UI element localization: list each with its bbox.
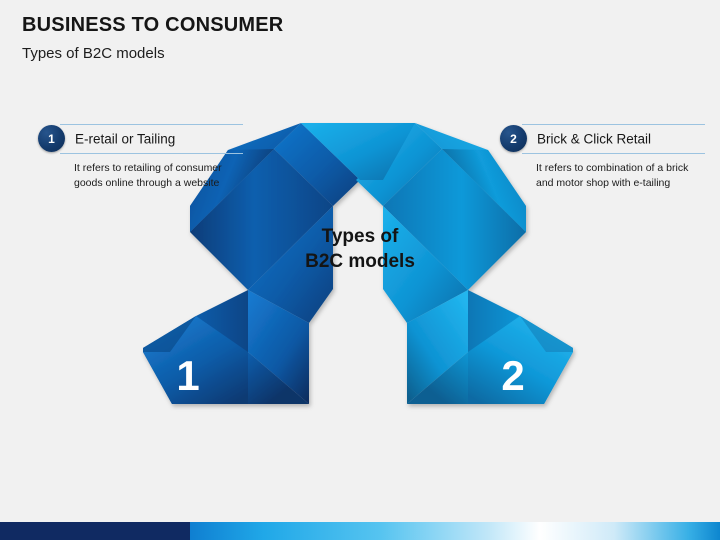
- arrow-number-right: 2: [501, 352, 524, 399]
- arrow-head-right: [468, 316, 573, 404]
- callout-right-header: 2 Brick & Click Retail: [500, 124, 705, 154]
- callout-left-header: 1 E-retail or Tailing: [38, 124, 243, 154]
- ribbon-left-diagonal: [190, 149, 333, 290]
- callout-right-body: It refers to combination of a brick and …: [536, 162, 689, 189]
- callout-brick-and-click[interactable]: 2 Brick & Click Retail It refers to comb…: [500, 124, 705, 191]
- footer-navy-segment: [0, 522, 190, 540]
- ribbon-right-diagonal: [383, 149, 526, 290]
- footer-gradient-segment: [190, 522, 720, 540]
- page-title: BUSINESS TO CONSUMER: [22, 14, 284, 36]
- center-label: Types of B2C models: [270, 224, 450, 274]
- callout-e-retail[interactable]: 1 E-retail or Tailing It refers to retai…: [38, 124, 243, 191]
- page-header: BUSINESS TO CONSUMER Types of B2C models: [22, 14, 622, 63]
- callout-left-rule-top: [60, 124, 243, 125]
- center-label-line2: B2C models: [305, 251, 415, 273]
- callout-left-badge: 1: [38, 125, 65, 152]
- arrow-number-left: 1: [176, 352, 199, 399]
- callout-right-title: Brick & Click Retail: [537, 131, 652, 147]
- footer-bar: [0, 522, 720, 540]
- page-subtitle: Types of B2C models: [22, 45, 165, 62]
- callout-right-badge: 2: [500, 125, 527, 152]
- ribbon-left-fold: [248, 206, 333, 404]
- callout-left-rule-bottom: [60, 153, 243, 154]
- callout-left-title: E-retail or Tailing: [75, 131, 176, 147]
- center-label-line1: Types of: [321, 226, 399, 247]
- arrow-head-left: [143, 316, 248, 404]
- callout-right-rule-top: [522, 124, 705, 125]
- callout-right-rule-bottom: [522, 153, 705, 154]
- ribbon-right-fold: [383, 206, 468, 404]
- callout-left-body: It refers to retailing of consumer goods…: [74, 162, 222, 189]
